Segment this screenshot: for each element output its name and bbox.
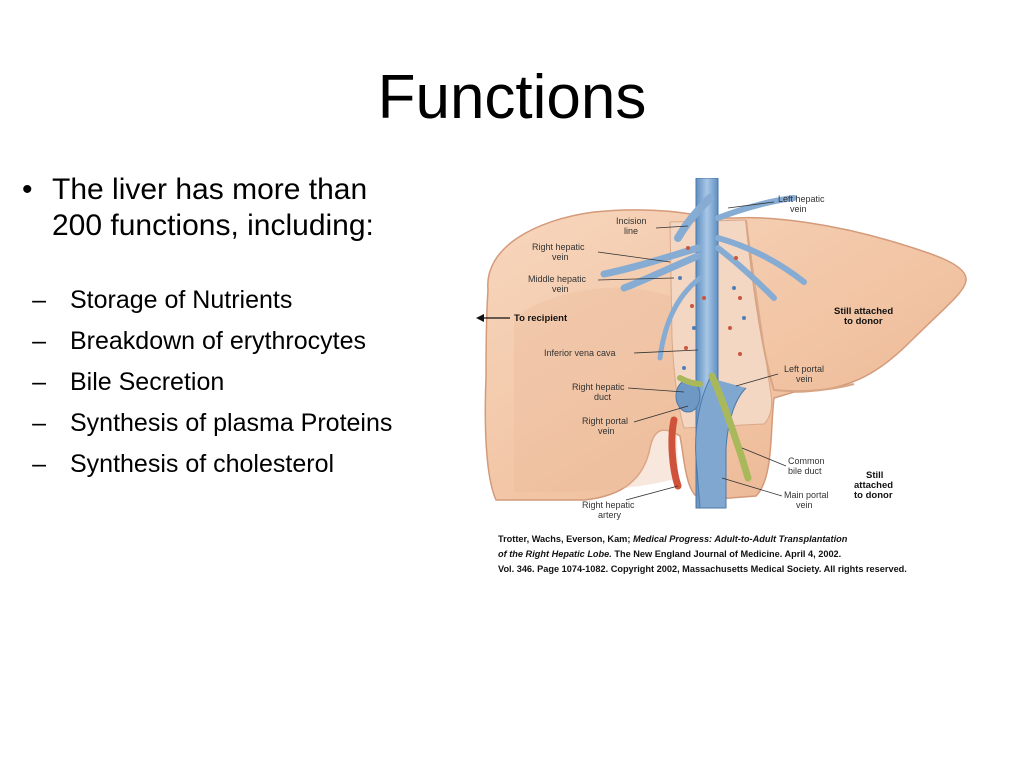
list-item-text: Bile Secretion	[70, 368, 225, 396]
label-incision-line-2: line	[624, 226, 638, 236]
label-middle-hepatic-vein: Middle hepatic	[528, 274, 587, 284]
label-right-hepatic-duct-2: duct	[594, 392, 612, 402]
label-right-hepatic-vein: Right hepatic	[532, 242, 585, 252]
label-left-portal-vein-2: vein	[796, 374, 813, 384]
label-main-portal-vein-2: vein	[796, 500, 813, 510]
list-item: – Synthesis of cholesterol	[20, 448, 460, 481]
credit-line-3: Vol. 346. Page 1074-1082. Copyright 2002…	[498, 564, 907, 574]
list-item: – Bile Secretion	[20, 366, 460, 399]
main-bullet: • The liver has more than 200 functions,…	[20, 172, 460, 244]
bullet-symbol: •	[22, 173, 33, 206]
label-right-hepatic-duct: Right hepatic	[572, 382, 625, 392]
label-common-bile-duct-2: bile duct	[788, 466, 822, 476]
sub-bullet-list: – Storage of Nutrients – Breakdown of er…	[20, 284, 460, 481]
list-item: – Synthesis of plasma Proteins	[20, 407, 460, 440]
label-right-hepatic-artery-2: artery	[598, 510, 622, 520]
bile-duct	[708, 372, 752, 482]
dash-symbol: –	[32, 286, 46, 314]
label-still-attached-bottom-3: to donor	[854, 490, 893, 501]
label-still-attached-bottom: Still	[866, 470, 883, 481]
hepatic-artery	[668, 416, 682, 490]
label-still-attached-top: Still attached	[834, 306, 893, 317]
to-recipient-arrow	[476, 314, 510, 322]
label-incision-line: Incision	[616, 216, 647, 226]
main-bullet-text: The liver has more than 200 functions, i…	[52, 173, 374, 242]
credit-line-1: Trotter, Wachs, Everson, Kam; Medical Pr…	[498, 532, 978, 547]
credit-article-title-2: of the Right Hepatic Lobe.	[498, 549, 612, 559]
liver-illustration: Left hepatic vein Incision line Right he…	[476, 178, 967, 520]
dash-symbol: –	[32, 368, 46, 396]
list-item-text: Synthesis of plasma Proteins	[70, 409, 393, 437]
credit-journal: The New England Journal of Medicine. Apr…	[611, 549, 842, 559]
portal-vein	[695, 377, 747, 509]
label-to-recipient: To recipient	[514, 313, 568, 324]
vessel-dots	[684, 246, 742, 356]
left-hepatic-vein	[715, 195, 807, 301]
label-right-hepatic-artery: Right hepatic	[582, 500, 635, 510]
label-left-hepatic-vein: Left hepatic	[778, 194, 825, 204]
dash-symbol: –	[32, 409, 46, 437]
label-still-attached-top-2: to donor	[844, 316, 883, 327]
label-right-portal-vein-2: vein	[598, 426, 615, 436]
slide-title: Functions	[377, 63, 647, 132]
middle-hepatic-vein	[657, 275, 703, 361]
label-left-hepatic-vein-2: vein	[790, 204, 807, 214]
list-item: – Storage of Nutrients	[20, 284, 460, 317]
list-item-text: Synthesis of cholesterol	[70, 450, 335, 478]
dash-symbol: –	[32, 450, 46, 478]
label-main-portal-vein: Main portal	[784, 490, 829, 500]
credit-line-2: of the Right Hepatic Lobe. The New Engla…	[498, 547, 978, 562]
right-hepatic-vein	[600, 244, 702, 292]
label-right-hepatic-vein-2: vein	[552, 252, 569, 262]
label-common-bile-duct: Common	[788, 456, 825, 466]
label-left-portal-vein: Left portal	[784, 364, 824, 374]
list-item: – Breakdown of erythrocytes	[20, 325, 460, 358]
list-item-text: Storage of Nutrients	[70, 286, 293, 314]
label-right-portal-vein: Right portal	[582, 416, 628, 426]
slide-content: • The liver has more than 200 functions,…	[20, 172, 460, 489]
list-item-text: Breakdown of erythrocytes	[70, 327, 366, 355]
label-inferior-vena-cava: Inferior vena cava	[544, 348, 616, 358]
dash-symbol: –	[32, 327, 46, 355]
label-still-attached-bottom-2: attached	[854, 480, 893, 491]
credit-article-title: Medical Progress: Adult-to-Adult Transpl…	[632, 534, 848, 544]
figure-credit: Trotter, Wachs, Everson, Kam; Medical Pr…	[498, 532, 978, 577]
credit-authors: Trotter, Wachs, Everson, Kam;	[498, 534, 633, 544]
label-middle-hepatic-vein-2: vein	[552, 284, 569, 294]
